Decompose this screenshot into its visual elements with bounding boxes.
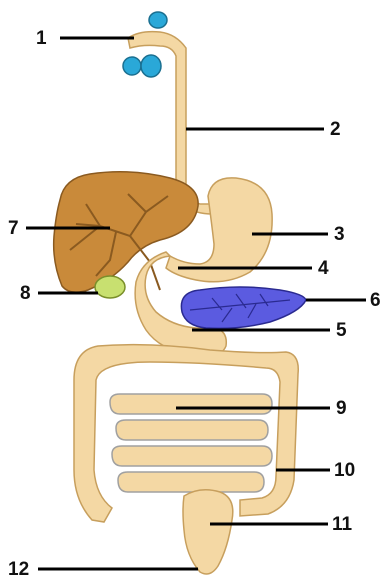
label-7: 7 <box>8 219 19 238</box>
label-4: 4 <box>318 259 329 278</box>
label-12: 12 <box>8 560 29 579</box>
label-10: 10 <box>334 461 355 480</box>
gallbladder <box>95 276 125 298</box>
pancreas <box>181 287 306 328</box>
label-2: 2 <box>330 120 341 139</box>
label-1: 1 <box>36 29 47 48</box>
label-3: 3 <box>334 225 345 244</box>
label-5: 5 <box>336 321 347 340</box>
label-6: 6 <box>370 291 381 310</box>
rectum <box>183 490 233 574</box>
label-9: 9 <box>336 399 347 418</box>
label-8: 8 <box>20 284 31 303</box>
label-11: 11 <box>332 515 352 534</box>
